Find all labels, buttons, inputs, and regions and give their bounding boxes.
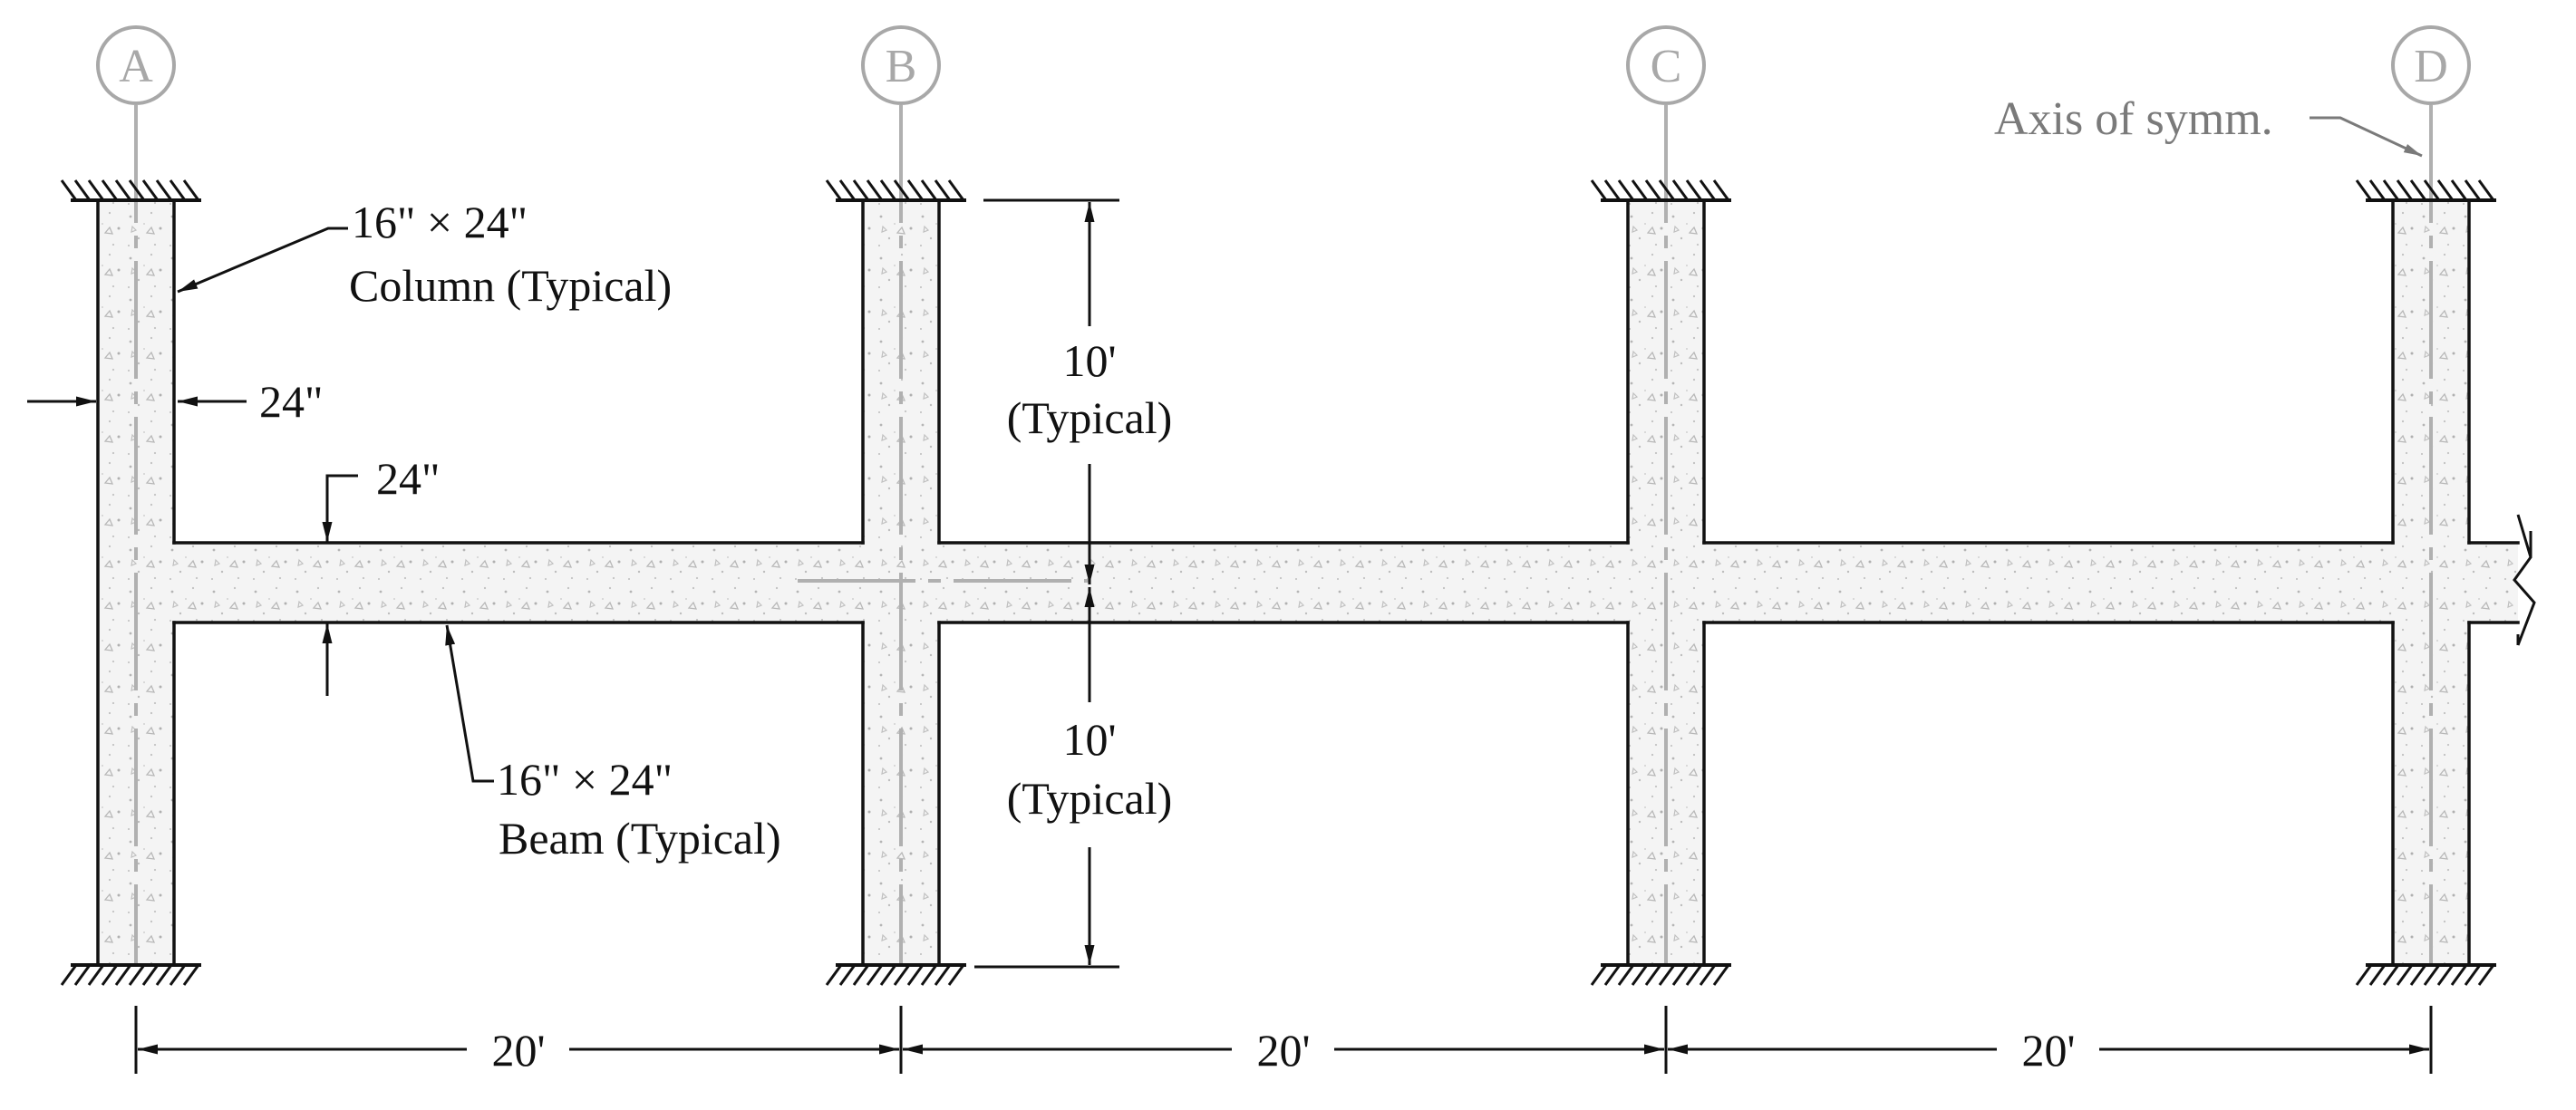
column-depth-label: 24" (259, 376, 323, 427)
axis-of-symmetry-label: Axis of symm. (1994, 93, 2273, 145)
beam-depth-dimension: 24" (322, 453, 440, 696)
beam-depth-label: 24" (376, 453, 440, 504)
beam-fill (98, 543, 2518, 623)
story-height-lower-note: (Typical) (1007, 773, 1173, 824)
fixed-support-top-D (2355, 179, 2496, 202)
grid-bubble-A: A (96, 25, 176, 105)
fixed-support-bottom-B (825, 963, 966, 986)
fixed-supports (60, 179, 2496, 986)
fixed-support-bottom-A (60, 963, 201, 986)
span-label-cd: 20' (2021, 1025, 2075, 1076)
grid-bubble-circle-A (96, 25, 176, 105)
fixed-support-top-A (60, 179, 201, 202)
span-dimensions: 20' 20' 20' (134, 1006, 2433, 1076)
beam-size-label: 16" × 24" (497, 754, 673, 805)
fixed-support-bottom-D (2355, 963, 2496, 986)
grid-label-A: A (119, 41, 153, 92)
axis-of-symmetry-annotation: Axis of symm. (1994, 93, 2423, 158)
beam-annotation: 16" × 24" Beam (Typical) (445, 624, 781, 864)
column-leader (177, 227, 348, 294)
grid-bubble-circle-B (861, 25, 941, 105)
column-size-label: 16" × 24" (352, 197, 528, 247)
story-height-upper-note: (Typical) (1007, 392, 1173, 443)
break-symbol (2513, 514, 2536, 646)
story-height-dimensions: 10' (Typical) 10' (Typical) (974, 198, 1173, 969)
grid-label-D: D (2414, 41, 2448, 92)
grid-bubble-D: D (2391, 25, 2471, 105)
span-label-bc: 20' (1256, 1025, 1310, 1076)
centerlines (134, 105, 2433, 965)
grid-label-C: C (1651, 41, 1682, 92)
axis-of-symmetry-leader (2310, 116, 2423, 158)
fixed-support-top-B (825, 179, 966, 202)
grid-bubble-B: B (861, 25, 941, 105)
member-outlines (96, 198, 2520, 967)
beam-type-label: Beam (Typical) (499, 813, 781, 864)
column-depth-dimension: 24" (27, 376, 323, 427)
story-height-upper-label: 10' (1062, 335, 1116, 386)
concrete-frame (98, 200, 2518, 965)
fixed-support-top-C (1590, 179, 1731, 202)
grid-bubbles: A B C D (96, 25, 2471, 105)
column-annotation: 16" × 24" Column (Typical) (177, 197, 672, 311)
beam-leader (445, 624, 494, 783)
grid-bubble-circle-C (1626, 25, 1706, 105)
story-height-lower-label: 10' (1062, 714, 1116, 765)
span-label-ab: 20' (491, 1025, 545, 1076)
grid-label-B: B (886, 41, 917, 92)
grid-bubble-C: C (1626, 25, 1706, 105)
column-type-label: Column (Typical) (349, 260, 672, 311)
grid-bubble-circle-D (2391, 25, 2471, 105)
fixed-support-bottom-C (1590, 963, 1731, 986)
